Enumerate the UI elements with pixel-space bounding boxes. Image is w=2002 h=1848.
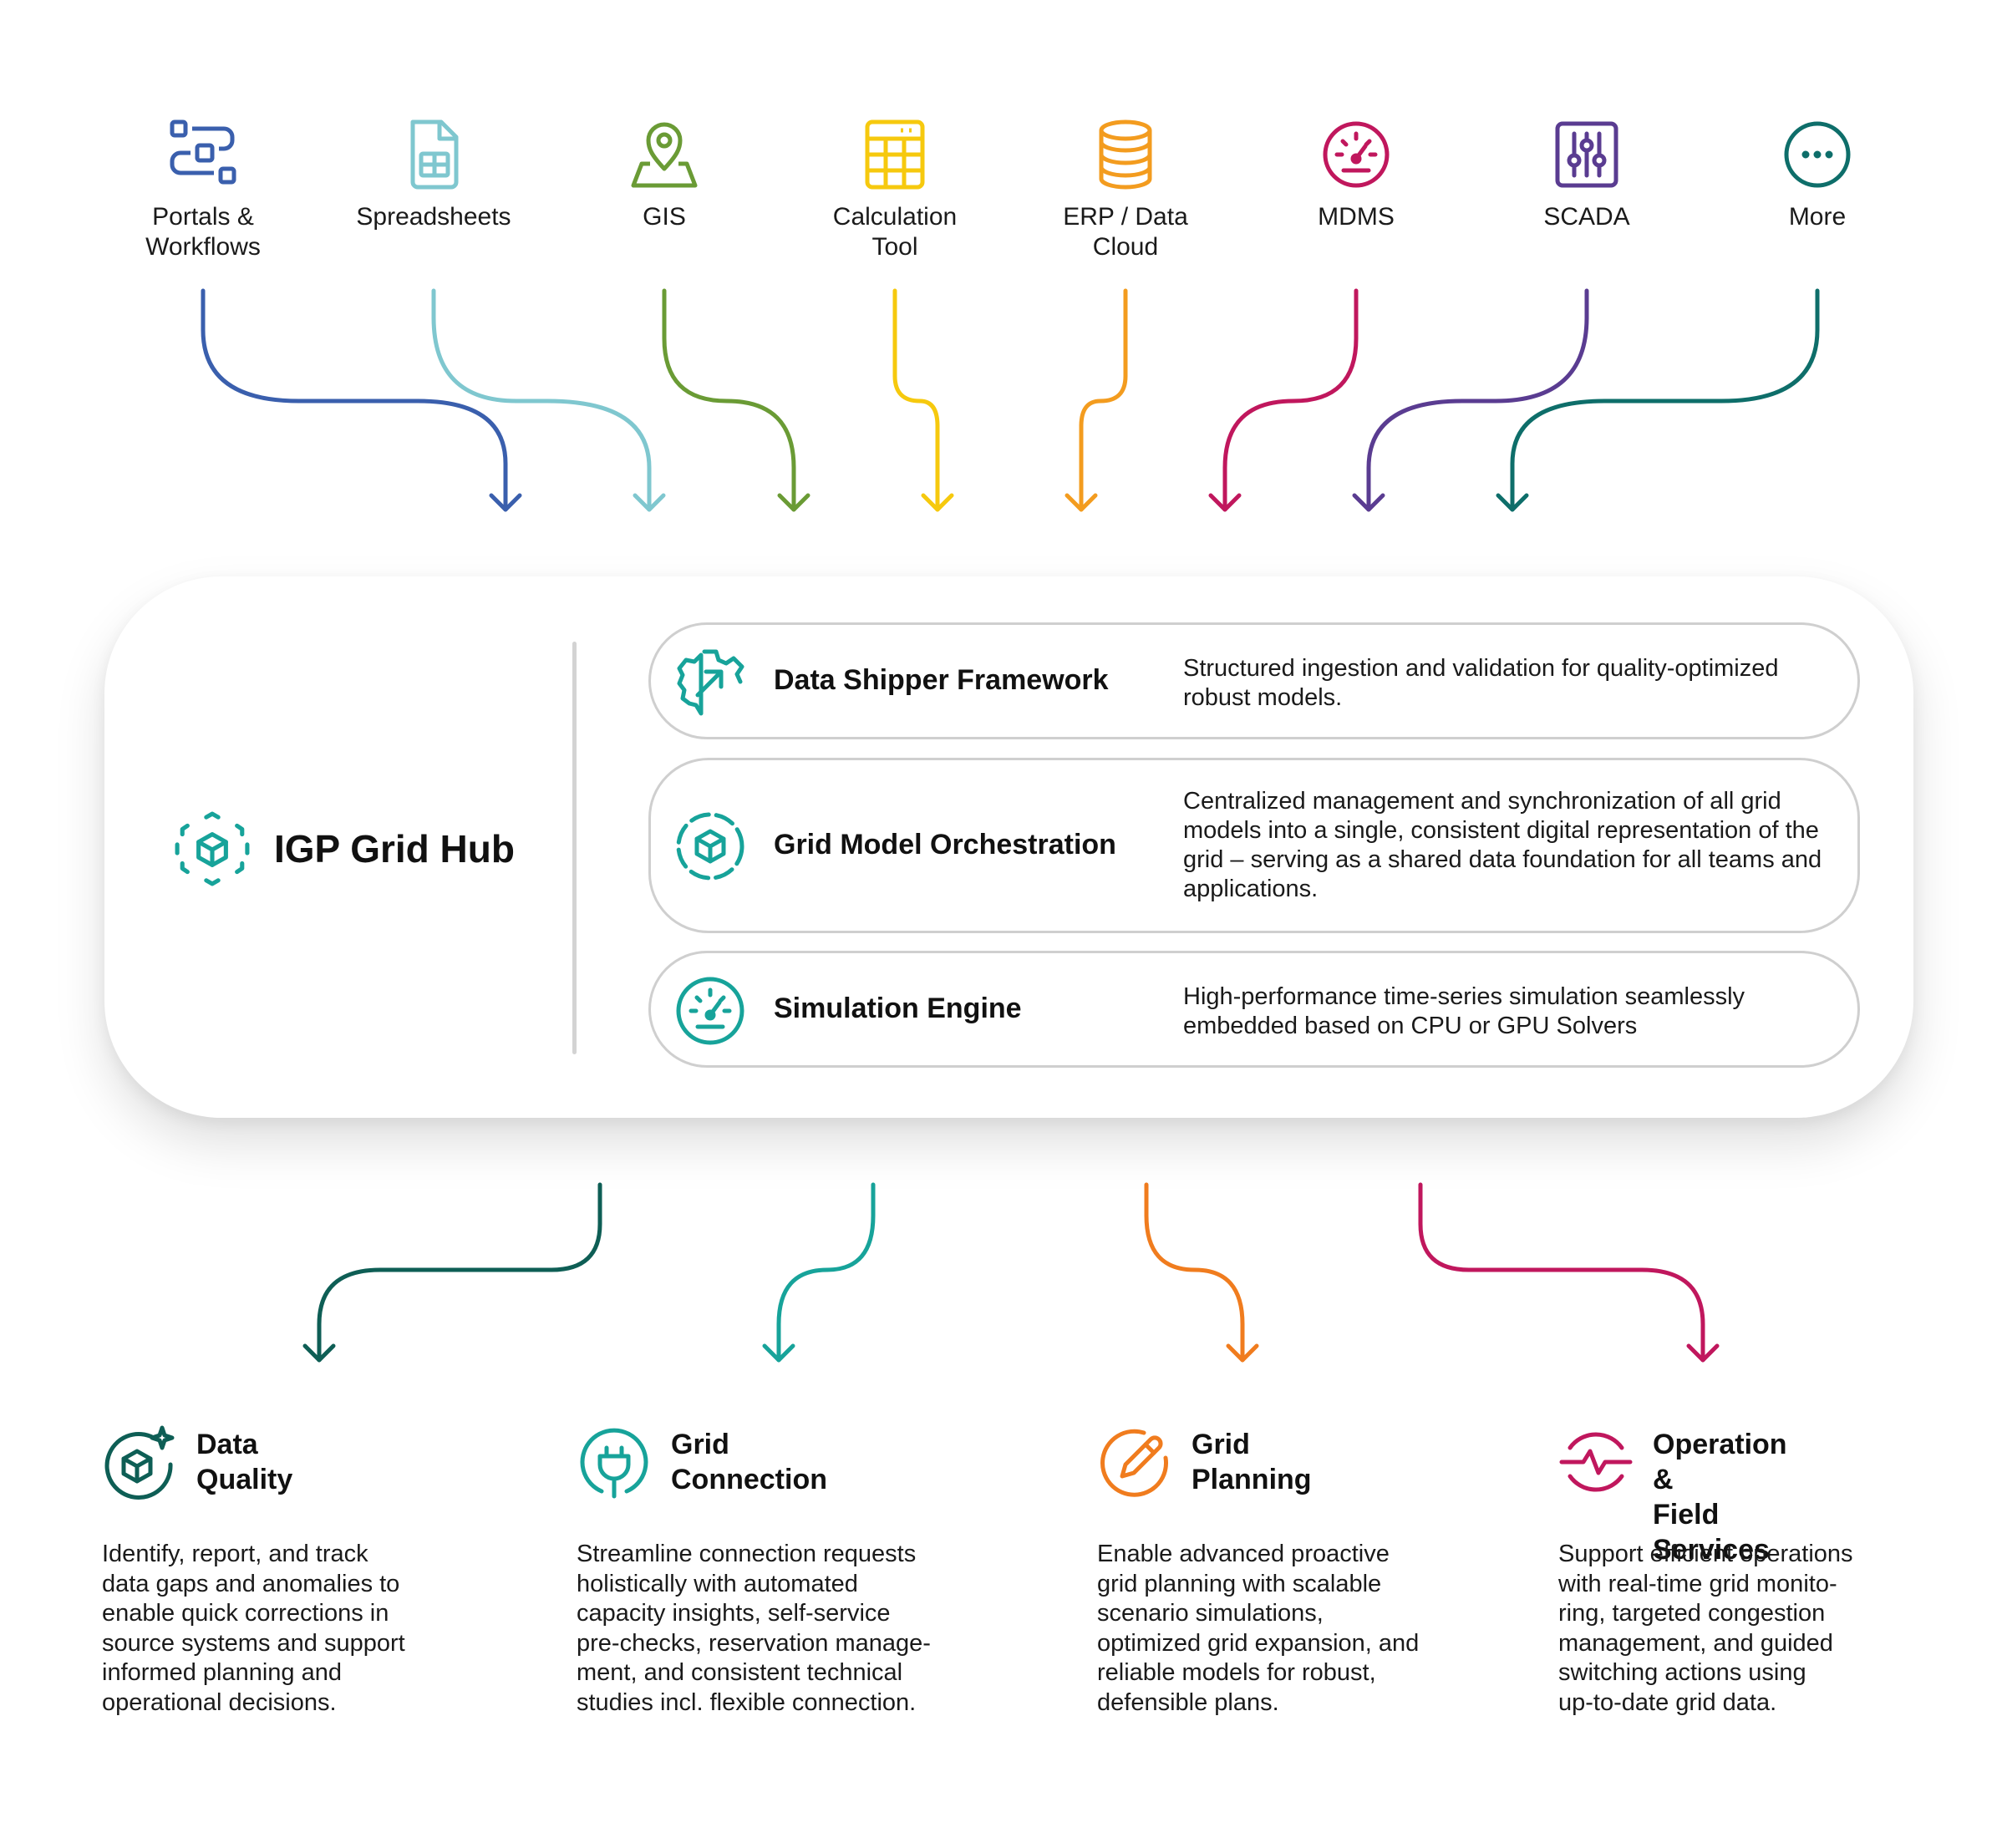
output-description: Identify, report, and track data gaps an… [102, 1541, 405, 1716]
source-mdms: MDMS [1256, 117, 1456, 232]
source-portals: Portals & Workflows [103, 117, 303, 262]
output-description: Streamline connection requests holistica… [577, 1541, 931, 1716]
portals-icon [170, 119, 236, 185]
hub-divider [572, 642, 577, 1054]
calculator-icon [865, 119, 925, 190]
component-description: Structured ingestion and validation for … [1183, 655, 1779, 711]
flow-arrow-data-quality [302, 1182, 602, 1363]
component-grid-model-orchestration: Grid Model Orchestration Centralized man… [648, 758, 1860, 933]
sliders-icon [1555, 121, 1618, 188]
flow-arrow-portals [201, 288, 522, 512]
component-simulation-engine: Simulation Engine High-performance time-… [648, 951, 1860, 1068]
hub-cube-icon [175, 811, 250, 886]
output-title: Grid Connection [671, 1429, 827, 1495]
component-description: Centralized management and synchronizati… [1183, 788, 1822, 902]
cube-circle-icon [676, 812, 744, 881]
flow-arrow-spreadsheets [431, 288, 666, 512]
flow-arrow-calculation [892, 288, 954, 512]
source-erp: ERP / Data Cloud [1025, 117, 1226, 262]
source-label: GIS [643, 203, 686, 231]
component-name: Grid Model Orchestration [774, 829, 1116, 861]
plug-icon [580, 1428, 648, 1499]
source-gis: GIS [564, 117, 765, 232]
flow-arrow-mdms [1208, 288, 1359, 512]
flow-arrow-gis [662, 288, 810, 512]
flow-arrow-more [1496, 288, 1820, 512]
cube-sparkle-icon [104, 1425, 175, 1500]
pulse-icon [1559, 1432, 1633, 1492]
flow-arrow-grid-planning [1144, 1182, 1259, 1363]
hub-title-block: IGP Grid Hub [174, 810, 515, 887]
component-name: Data Shipper Framework [774, 664, 1109, 696]
output-title: Grid Planning [1192, 1429, 1312, 1495]
gear-arrow-icon [677, 649, 744, 716]
flow-arrow-operation [1418, 1182, 1720, 1363]
database-icon [1099, 119, 1152, 190]
source-label: MDMS [1318, 203, 1395, 231]
output-description: Enable advanced proactive grid planning … [1097, 1541, 1420, 1716]
source-label: ERP / Data Cloud [1063, 203, 1188, 261]
source-scada: SCADA [1486, 117, 1687, 232]
output-title: Operation & Field Services [1653, 1429, 1787, 1566]
flow-arrow-grid-connection [762, 1182, 876, 1363]
source-label: Spreadsheets [356, 203, 511, 231]
meter-icon [1323, 121, 1390, 188]
source-more: More [1717, 117, 1918, 232]
source-label: Calculation Tool [832, 203, 958, 261]
source-calculation-tool: Calculation Tool [795, 117, 995, 262]
gauge-icon [676, 977, 744, 1045]
hub-title: IGP Grid Hub [274, 827, 515, 871]
component-name: Simulation Engine [774, 993, 1022, 1024]
source-label: Portals & Workflows [145, 203, 261, 261]
spreadsheet-icon [410, 119, 459, 190]
component-description: High-performance time-series simulation … [1183, 983, 1745, 1039]
source-label: More [1788, 203, 1847, 231]
map-pin-icon [631, 122, 698, 188]
source-spreadsheets: Spreadsheets [333, 117, 534, 232]
more-icon [1784, 121, 1851, 188]
output-title: Data Quality [196, 1429, 293, 1495]
component-data-shipper: Data Shipper Framework Structured ingest… [648, 622, 1860, 739]
flow-arrow-scada [1352, 288, 1589, 512]
flow-arrow-erp [1065, 288, 1128, 512]
pencil-circle-icon [1100, 1429, 1168, 1497]
output-description: Support efficient operations with real-t… [1558, 1541, 1853, 1716]
source-label: SCADA [1543, 203, 1630, 231]
